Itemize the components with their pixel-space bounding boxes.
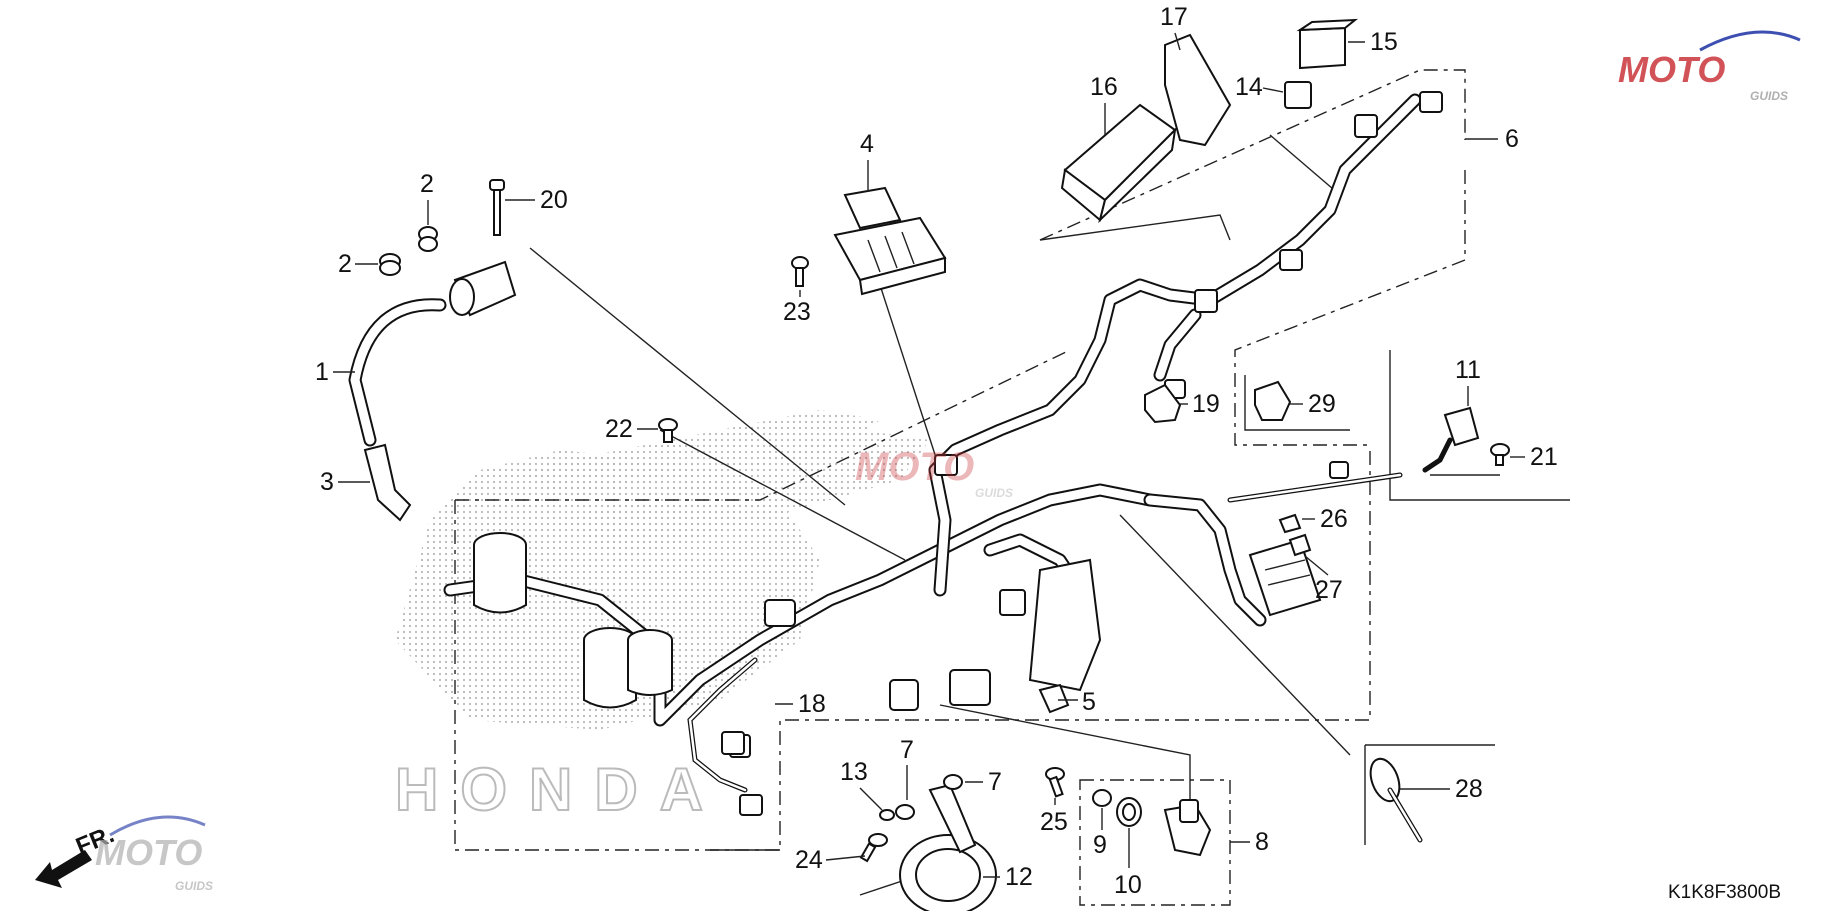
- callout-7b: 7: [988, 768, 1002, 796]
- part-4-regulator-rectifier: [833, 186, 947, 296]
- part-23-bolt: [791, 256, 809, 287]
- callout-15: 15: [1370, 28, 1398, 56]
- callout-21: 21: [1530, 443, 1558, 471]
- callout-13: 13: [840, 758, 868, 786]
- harness-cover: [1028, 558, 1102, 692]
- moto-guids-bl-sub: GUIDS: [175, 879, 213, 893]
- callout-19: 19: [1192, 390, 1220, 418]
- moto-guids-brand: MOTO: [1618, 49, 1725, 90]
- part-9-collar: [1092, 789, 1112, 807]
- part-5-clip: [1038, 683, 1070, 714]
- moto-guids-logo-top-right: MOTO GUIDS: [1618, 30, 1801, 103]
- moto-guids-logo-bottom-left: MOTO GUIDS: [95, 815, 213, 893]
- part-8-sensor-unit: [1163, 799, 1212, 857]
- leader-lines: [529, 134, 1570, 896]
- callout-labels: 1 2 2 3 4 5 6 7 7 8 9 10 11 12 13 14 15 …: [315, 3, 1558, 899]
- callout-24: 24: [795, 846, 823, 874]
- callout-12: 12: [1005, 863, 1033, 891]
- part-2-nut-lower: [379, 253, 401, 276]
- honda-text-watermark: HONDA: [395, 756, 725, 823]
- part-25-bolt: [1045, 767, 1065, 798]
- callout-18: 18: [798, 690, 826, 718]
- moto-guids-logo-center: MOTO GUIDS: [855, 445, 1013, 500]
- callout-22: 22: [605, 415, 633, 443]
- callout-26: 26: [1320, 505, 1348, 533]
- part-24-bolt: [859, 833, 888, 863]
- callout-25: 25: [1040, 808, 1068, 836]
- front-direction-indicator: FR.: [35, 821, 118, 888]
- part-22-bolt: [658, 418, 678, 443]
- callout-7a: 7: [900, 736, 914, 764]
- harness-connectors: [729, 91, 1443, 816]
- part-19-coupler: [1144, 383, 1182, 424]
- callout-16: 16: [1090, 73, 1118, 101]
- callout-2b: 2: [338, 250, 352, 278]
- callout-8: 8: [1255, 828, 1269, 856]
- part-14-relay-small: [1284, 81, 1312, 109]
- callout-10: 10: [1114, 871, 1142, 899]
- part-28-band: [1369, 757, 1423, 843]
- part-7-washer-b: [943, 774, 963, 790]
- callout-14: 14: [1235, 73, 1263, 101]
- battery-cables-assembly: [473, 532, 673, 709]
- callout-5: 5: [1082, 688, 1096, 716]
- part-13-washer: [879, 809, 895, 821]
- part-21-bolt: [1490, 443, 1510, 466]
- part-7-washer-a: [895, 804, 915, 820]
- part-17-ecu-cover: [1164, 33, 1232, 147]
- callout-27: 27: [1315, 576, 1343, 604]
- diagram-code: K1K8F3800B: [1668, 882, 1781, 903]
- part-26-clip: [1278, 513, 1302, 534]
- callout-2a: 2: [420, 170, 434, 198]
- callout-29: 29: [1308, 390, 1336, 418]
- part-20-bolt: [489, 179, 505, 236]
- part-27-clip: [1288, 533, 1312, 557]
- part-18-connector: [721, 731, 745, 755]
- callout-4: 4: [860, 130, 874, 158]
- part-10-grommet: [1116, 797, 1142, 827]
- moto-guids-center-sub: GUIDS: [975, 486, 1013, 500]
- callout-9: 9: [1093, 831, 1107, 859]
- part-16-ecu: [1060, 103, 1177, 224]
- callout-23: 23: [783, 298, 811, 326]
- assembly-boundary-lines: [454, 69, 1466, 906]
- moto-guids-center-brand: MOTO: [855, 445, 974, 489]
- part-11-sensor: [1422, 406, 1480, 473]
- part-15-relay: [1296, 18, 1359, 70]
- part-3-plug-cap: [363, 443, 412, 522]
- callout-1: 1: [315, 358, 329, 386]
- part-1-ignition-cable: [348, 298, 447, 447]
- ignition-coil: [449, 260, 517, 317]
- callout-28: 28: [1455, 775, 1483, 803]
- callout-17: 17: [1160, 3, 1188, 31]
- callout-11: 11: [1455, 356, 1481, 384]
- callout-6: 6: [1505, 125, 1519, 153]
- callout-3: 3: [320, 468, 334, 496]
- callout-20: 20: [540, 186, 568, 214]
- part-12-horn: [899, 783, 997, 911]
- moto-guids-bl-brand: MOTO: [95, 832, 202, 873]
- part-2-nut-upper: [418, 226, 438, 252]
- part-29-coupler: [1254, 380, 1292, 421]
- moto-guids-sub: GUIDS: [1750, 89, 1788, 103]
- fuse-box: [1248, 538, 1322, 617]
